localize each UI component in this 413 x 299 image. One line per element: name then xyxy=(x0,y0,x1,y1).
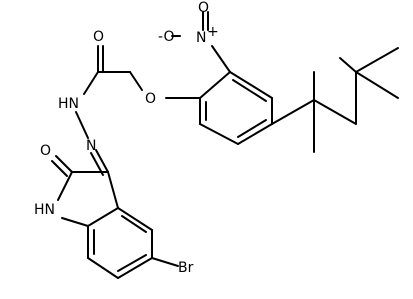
bond-nh-n xyxy=(75,111,89,139)
bond-ct-me3 xyxy=(339,57,357,73)
bond-o-ch2 xyxy=(129,71,143,91)
bond-c-br xyxy=(151,257,179,267)
bond-benz-a xyxy=(117,207,153,231)
bond-lines xyxy=(51,11,399,279)
atom-label-bromine: Br xyxy=(178,260,194,276)
bond-ring-f xyxy=(199,71,231,99)
bond-c2-o xyxy=(55,155,73,173)
bond-n-c3 xyxy=(95,149,109,173)
atom-label-hydrazone-n: N xyxy=(86,138,96,154)
bond-co-nh xyxy=(83,71,99,95)
bond-c7a-c3a xyxy=(87,207,119,227)
atom-label-lactam-o: O xyxy=(40,143,51,159)
atom-label-nitro-o: O xyxy=(198,0,209,16)
bond-ring-c xyxy=(237,123,273,145)
bond-ring-a xyxy=(229,71,273,99)
atom-label-hydrazide-nh: HN xyxy=(58,96,79,112)
atom-label-indole-nh: HN xyxy=(34,202,55,218)
atom-label-carbonyl-o: O xyxy=(93,29,104,45)
bond-ring-c-inner xyxy=(237,119,267,138)
bond-ring-d xyxy=(199,123,239,145)
bond-ct-me2 xyxy=(355,71,399,99)
bond-ring-cq xyxy=(271,99,315,125)
bond-benz-d xyxy=(87,257,119,279)
bond-benz-a-inner xyxy=(121,215,147,233)
bond-ct-me1 xyxy=(355,47,399,73)
bond-c2-n1 xyxy=(57,171,73,201)
bond-c3a-c3 xyxy=(107,171,119,209)
bond-c2-o-2 xyxy=(51,160,68,177)
bond-ring-a-inner xyxy=(232,79,267,102)
bond-cq-ch2 xyxy=(313,99,357,125)
bond-ring-n xyxy=(211,45,231,73)
atom-label-ether-o: O xyxy=(145,91,156,107)
atom-labels: -O N + O O O HN N O HN Br xyxy=(34,0,219,276)
bond-benz-c xyxy=(117,257,153,279)
atom-label-nitro-n: N xyxy=(196,30,206,46)
bond-n1-c7a xyxy=(61,217,89,227)
atom-label-nitro-plus: + xyxy=(207,24,219,40)
bond-benz-c-inner xyxy=(117,254,147,272)
atom-label-nitro-o-minus: -O xyxy=(158,29,174,45)
